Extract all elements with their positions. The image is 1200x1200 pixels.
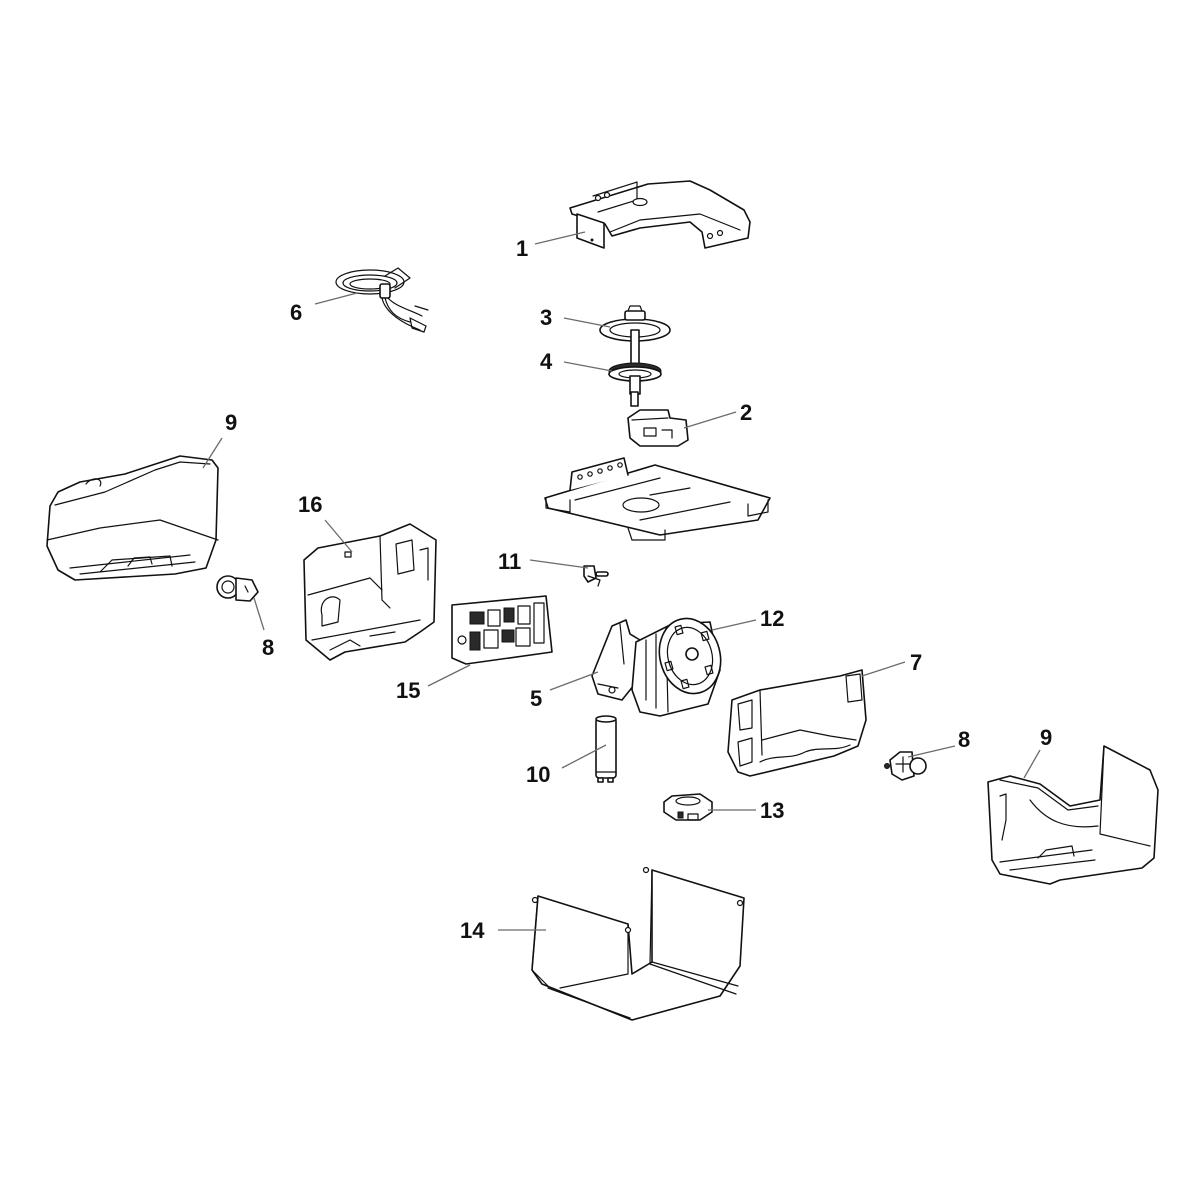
callout-8b: 8 [958,727,970,752]
callout-6: 6 [290,300,302,325]
callout-5: 5 [530,686,542,711]
callout-10: 10 [526,762,550,787]
leader-9a [202,437,223,469]
callout-8a: 8 [262,635,274,660]
part-light-socket-right[interactable] [884,751,927,781]
part-capacitor[interactable] [595,715,617,783]
part-wire-harness[interactable] [335,267,429,333]
leader-15 [427,664,471,687]
part-lens-cover-right[interactable] [987,745,1159,885]
part-limit-switch[interactable] [583,565,609,587]
callout-12: 12 [760,606,784,631]
part-sprocket-bearing-block[interactable] [627,409,689,447]
callout-14: 14 [460,918,485,943]
part-lens-cover-left[interactable] [46,455,219,581]
leader-8a [253,597,265,631]
leader-lines [202,231,1041,931]
callout-4: 4 [540,349,553,374]
leader-9b [1023,749,1041,779]
leader-4 [563,361,613,372]
leader-11 [529,559,589,569]
callout-11: 11 [498,549,521,574]
part-light-socket-left[interactable] [216,575,259,602]
callout-1: 1 [516,236,528,261]
leader-5 [549,671,599,691]
part-logic-board[interactable] [451,595,553,665]
part-drive-gear-shaft[interactable] [608,329,662,407]
callout-9b: 9 [1040,725,1052,750]
leader-10 [561,744,607,769]
callout-3: 3 [540,305,552,330]
leader-1 [534,231,586,245]
leader-7 [861,661,906,677]
part-rpm-sensor[interactable] [663,793,713,821]
leader-12 [711,619,757,631]
part-mounting-bracket[interactable] [569,180,751,249]
callout-9a: 9 [225,410,237,435]
leader-6 [314,292,358,305]
callout-15: 15 [396,678,420,703]
part-light-socket-housing[interactable] [727,669,867,777]
leader-8b [907,745,956,758]
part-mounting-plate [544,457,771,541]
leader-3 [563,317,611,328]
leader-2 [683,411,737,429]
callout-labels: 1 2 3 4 5 6 7 8 8 9 9 10 11 12 13 14 15 … [225,236,1052,943]
callout-2: 2 [740,400,752,425]
leader-16 [324,519,353,553]
callout-16: 16 [298,492,322,517]
callout-13: 13 [760,798,784,823]
part-motor[interactable] [631,612,729,717]
callout-7: 7 [910,650,922,675]
part-end-panel-housing[interactable] [303,523,437,661]
part-chassis-cover[interactable] [531,866,745,1021]
